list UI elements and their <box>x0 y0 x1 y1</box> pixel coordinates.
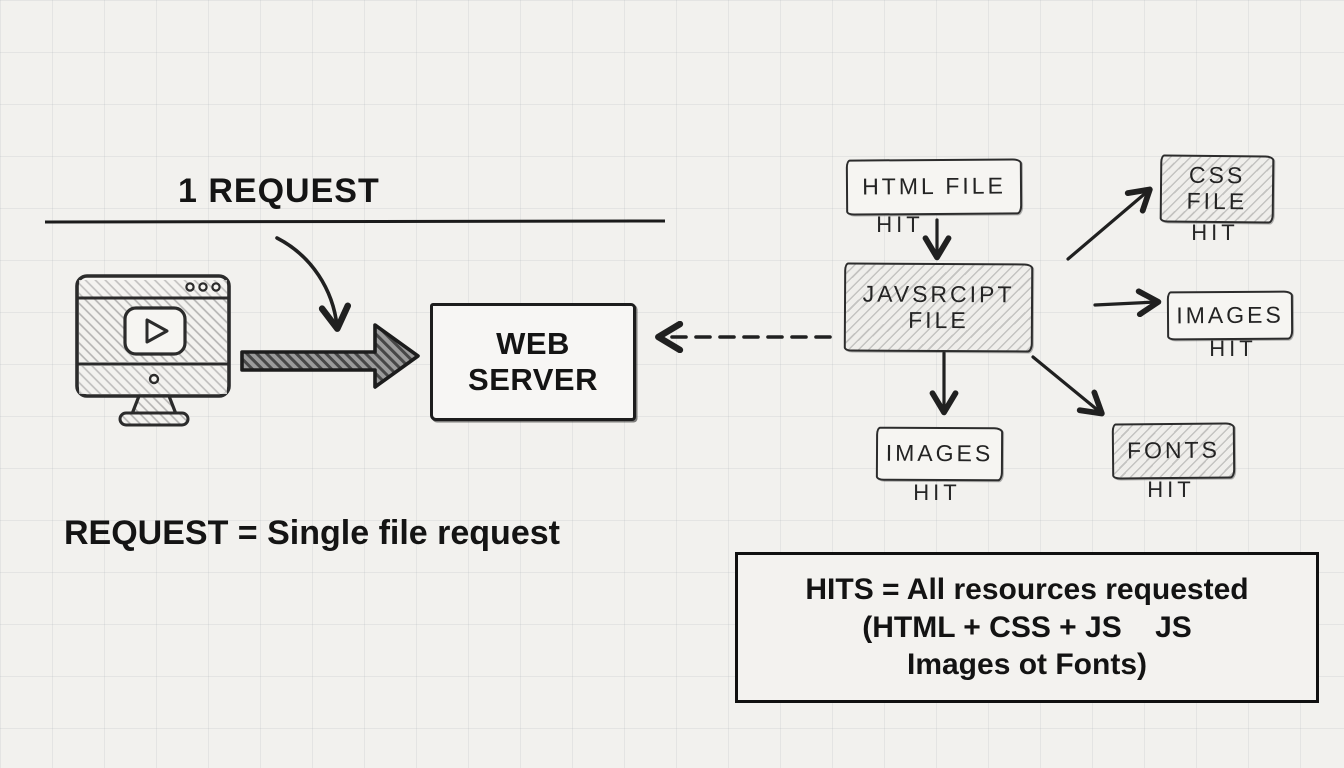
hit-label-fonts: HIT <box>1147 477 1195 502</box>
node-html-file: HTML FILE <box>845 158 1023 216</box>
web-server-label-line1: WEB <box>496 326 570 362</box>
web-server-box: WEB SERVER <box>430 303 636 421</box>
images-bottom-label: IMAGES <box>885 439 994 467</box>
js-file-label-line1: JAVSRCIPT <box>862 280 1015 308</box>
play-button-icon <box>123 306 187 356</box>
hits-note-line3: Images ot Fonts) <box>906 648 1147 682</box>
js-file-label-line2: FILE <box>908 306 969 333</box>
title-underline <box>44 219 666 224</box>
html-file-label: HTML FILE <box>862 172 1006 200</box>
node-images-bottom: IMAGES <box>875 426 1004 482</box>
browser-dot-icon <box>211 282 221 292</box>
web-server-label-line2: SERVER <box>468 362 598 397</box>
play-triangle-icon <box>145 318 169 344</box>
node-css-file: CSS FILE <box>1159 154 1275 224</box>
browser-dot-icon <box>185 282 195 292</box>
monitor-stand <box>130 394 178 416</box>
hits-note-line2: (HTML + CSS + JS JS <box>862 610 1192 644</box>
arrow-js-to-css <box>1066 186 1153 261</box>
hit-label-css: HIT <box>1191 220 1239 245</box>
request-flow-arrow <box>240 323 420 389</box>
hits-note-line1: HITS = All resources requested <box>805 573 1249 607</box>
fonts-label: FONTS <box>1126 436 1221 464</box>
hit-label-images-right: HIT <box>1209 336 1257 361</box>
node-images-right: IMAGES <box>1166 290 1294 341</box>
browser-video-monitor-icon <box>75 274 231 427</box>
images-right-label: IMAGES <box>1176 301 1284 328</box>
hits-definition-box: HITS = All resources requested (HTML + C… <box>735 552 1319 703</box>
node-fonts: FONTS <box>1111 422 1236 480</box>
css-file-label-line2: FILE <box>1186 187 1248 215</box>
css-file-label-line1: CSS <box>1188 161 1246 189</box>
arrow-js-to-images-right <box>1093 288 1162 318</box>
request-title: 1 REQUEST <box>178 172 380 210</box>
request-definition-caption: REQUEST = Single file request <box>64 514 560 552</box>
node-javascript-file: JAVSRCIPT FILE <box>843 262 1034 353</box>
browser-dot-icon <box>198 282 208 292</box>
arrow-js-to-fonts <box>1031 355 1105 417</box>
curved-request-arrow <box>275 236 352 332</box>
hit-label-html: HIT <box>876 212 924 237</box>
monitor-base <box>118 411 190 427</box>
hit-label-images-bottom: HIT <box>913 480 961 505</box>
